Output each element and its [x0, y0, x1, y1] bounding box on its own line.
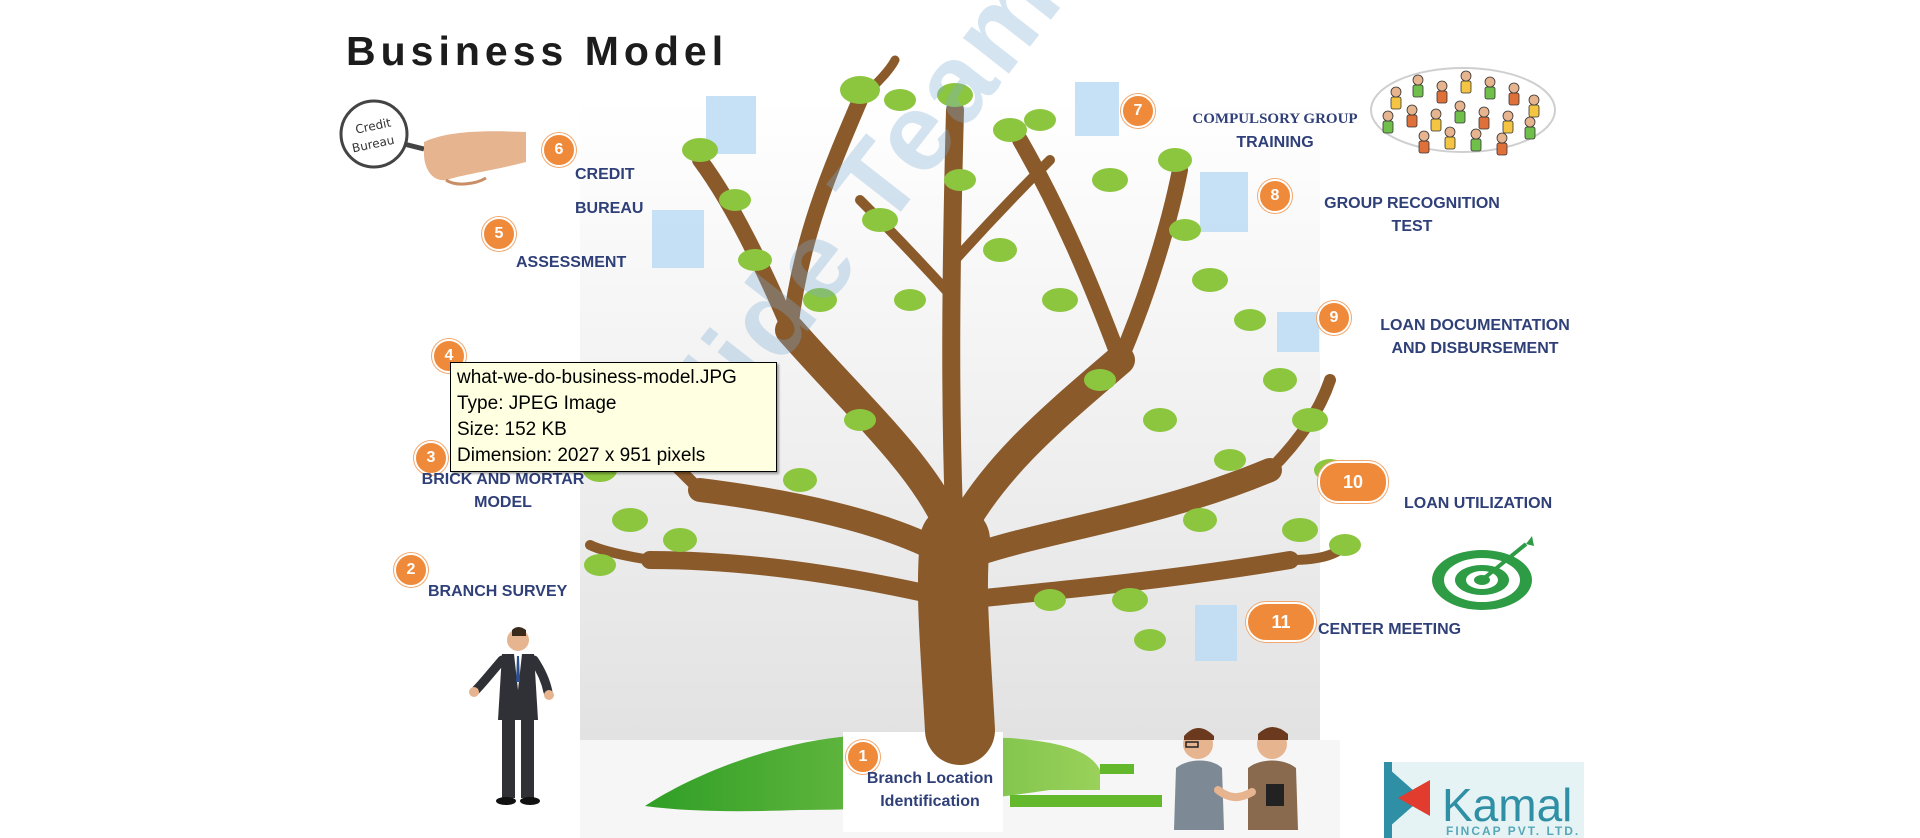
tooltip-dimension: Dimension: 2027 x 951 pixels — [457, 445, 706, 466]
crowd-person — [1496, 132, 1508, 156]
step-1-badge: 1 — [846, 740, 880, 774]
page-title: Business Model — [346, 28, 729, 74]
step-7-badge: 7 — [1121, 94, 1155, 128]
crowd-person — [1502, 110, 1514, 134]
step-2-label: BRANCH SURVEY — [428, 583, 568, 600]
step-11-badge: 11 — [1246, 602, 1316, 642]
step-11-label: CENTER MEETING — [1318, 621, 1462, 638]
tooltip-type: Type: JPEG Image — [457, 393, 617, 414]
crowd-person — [1470, 128, 1482, 152]
step-8-badge: 8 — [1258, 179, 1292, 213]
crowd-person — [1528, 94, 1540, 118]
tile — [1195, 605, 1237, 661]
tooltip-size: Size: 152 KB — [457, 419, 567, 440]
crowd-person — [1484, 76, 1496, 100]
tile — [1277, 312, 1319, 352]
step-5-badge: 5 — [482, 217, 516, 251]
step-9-badge: 9 — [1317, 301, 1351, 335]
step-5-label: ASSESSMENT — [516, 254, 627, 271]
crowd-person — [1508, 82, 1520, 106]
crowd-person — [1430, 108, 1442, 132]
crowd-person — [1436, 80, 1448, 104]
crowd-person — [1406, 104, 1418, 128]
logo-subtitle: FINCAP PVT. LTD. — [1446, 824, 1581, 838]
credit-bureau-magnifier-icon: Credit Bureau — [339, 99, 526, 186]
step-2-badge: 2 — [394, 553, 428, 587]
crowd-person — [1478, 106, 1490, 130]
crowd-person — [1382, 110, 1394, 134]
step-10-badge: 10 — [1318, 461, 1388, 503]
step-10-label: LOAN UTILIZATION — [1404, 495, 1553, 512]
businessman-icon — [469, 627, 554, 805]
step-3-badge: 3 — [414, 441, 448, 475]
crowd-person — [1454, 100, 1466, 124]
tile — [1200, 172, 1248, 232]
target-icon — [1432, 536, 1534, 610]
step-6-badge: 6 — [542, 133, 576, 167]
crowd-icon — [1370, 67, 1556, 156]
crowd-person — [1390, 86, 1402, 110]
ground-strip — [1010, 795, 1162, 807]
crowd-person — [1460, 70, 1472, 94]
kamal-logo-icon — [1384, 762, 1584, 838]
ground-strip — [1100, 764, 1134, 774]
crowd-person — [1444, 126, 1456, 150]
crowd-person — [1524, 116, 1536, 140]
crowd-person — [1412, 74, 1424, 98]
crowd-person — [1418, 130, 1430, 154]
tooltip-filename: what-we-do-business-model.JPG — [457, 367, 737, 388]
tile — [652, 210, 704, 268]
handshake-icon — [1174, 727, 1298, 830]
file-info-tooltip: what-we-do-business-model.JPG Type: JPEG… — [450, 362, 777, 472]
tile — [1075, 82, 1119, 136]
logo-name: Kamal — [1442, 779, 1573, 831]
